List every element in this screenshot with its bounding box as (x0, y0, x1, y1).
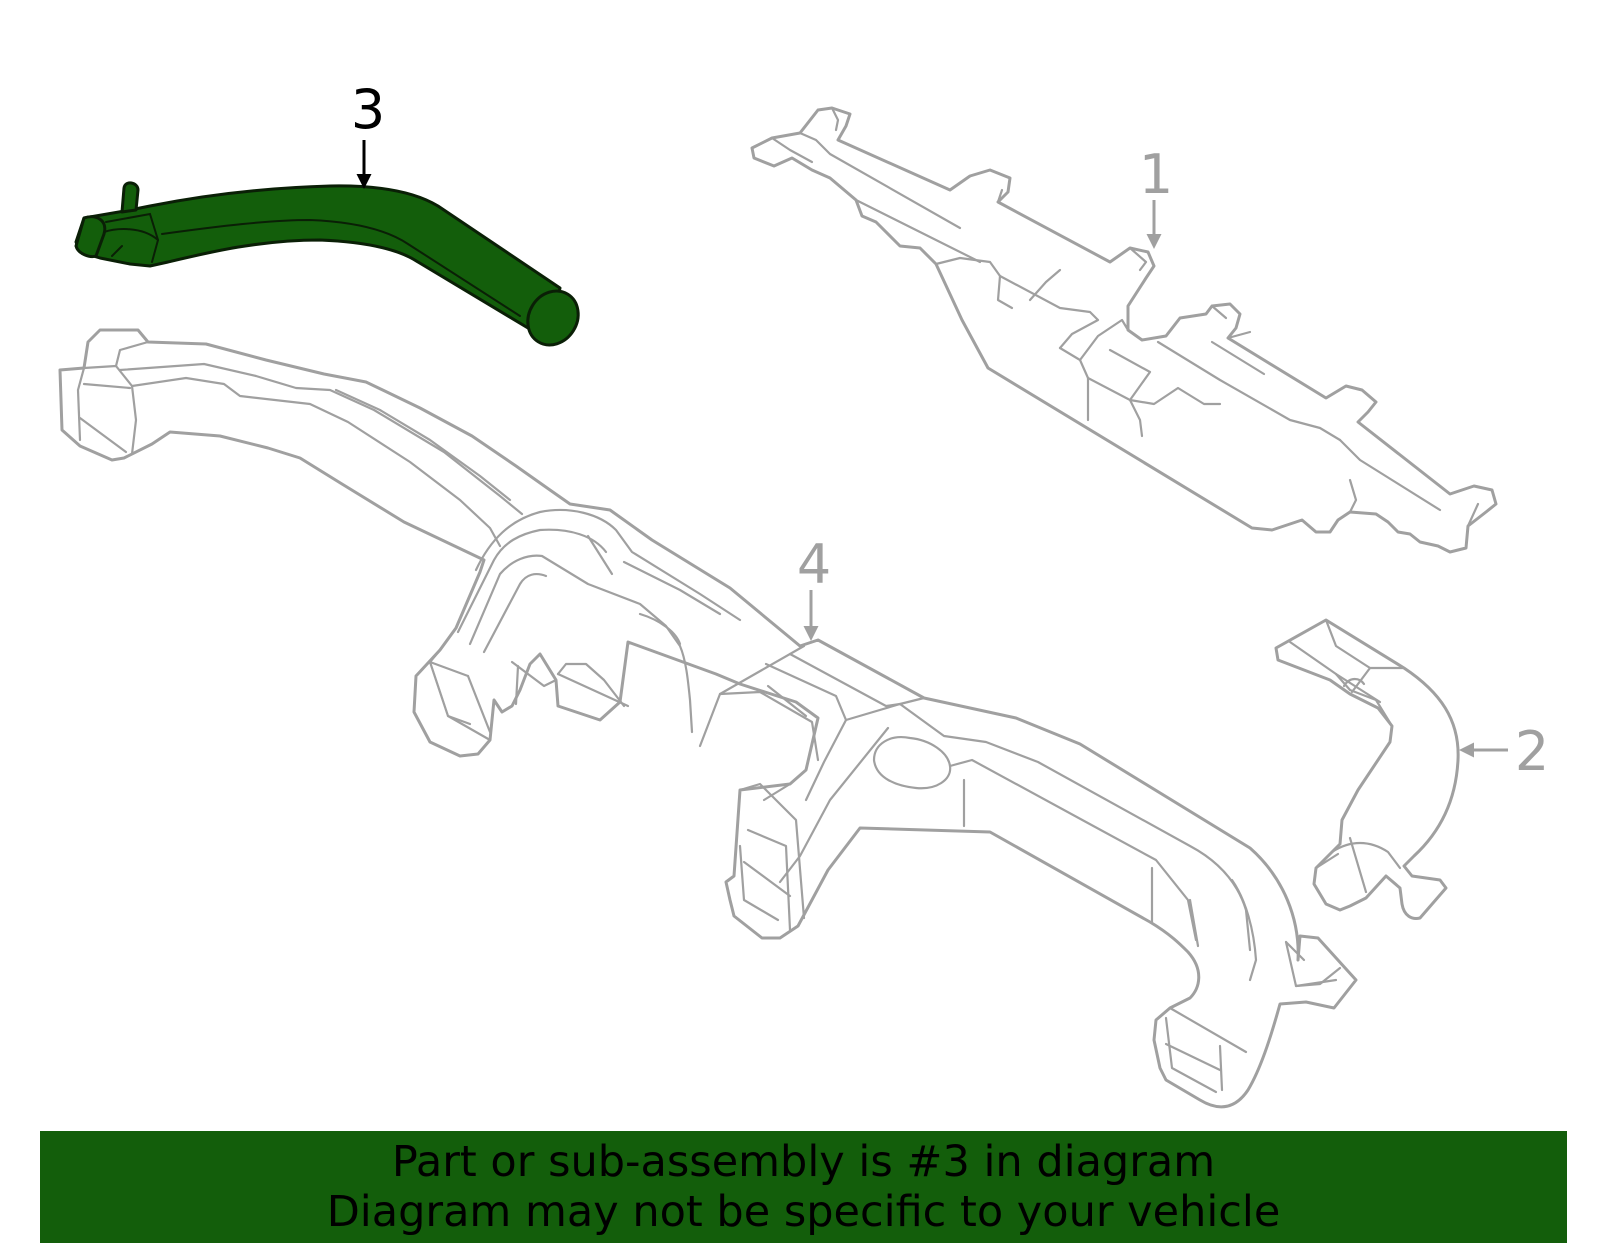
callout-3-label: 3 (351, 78, 385, 141)
info-banner: Part or sub-assembly is #3 in diagram Di… (40, 1131, 1567, 1243)
banner-line-part-number: Part or sub-assembly is #3 in diagram (391, 1137, 1216, 1187)
part-4-main-duct[interactable] (58, 328, 1358, 1109)
part-1-bracket[interactable] (750, 106, 1498, 554)
banner-line-disclaimer: Diagram may not be specific to your vehi… (326, 1187, 1281, 1237)
part-2-duct[interactable] (1274, 618, 1460, 920)
callout-2-label: 2 (1515, 720, 1549, 783)
callout-1-label: 1 (1139, 143, 1173, 206)
part-3-duct[interactable] (74, 181, 588, 355)
callout-4-label: 4 (797, 533, 831, 596)
